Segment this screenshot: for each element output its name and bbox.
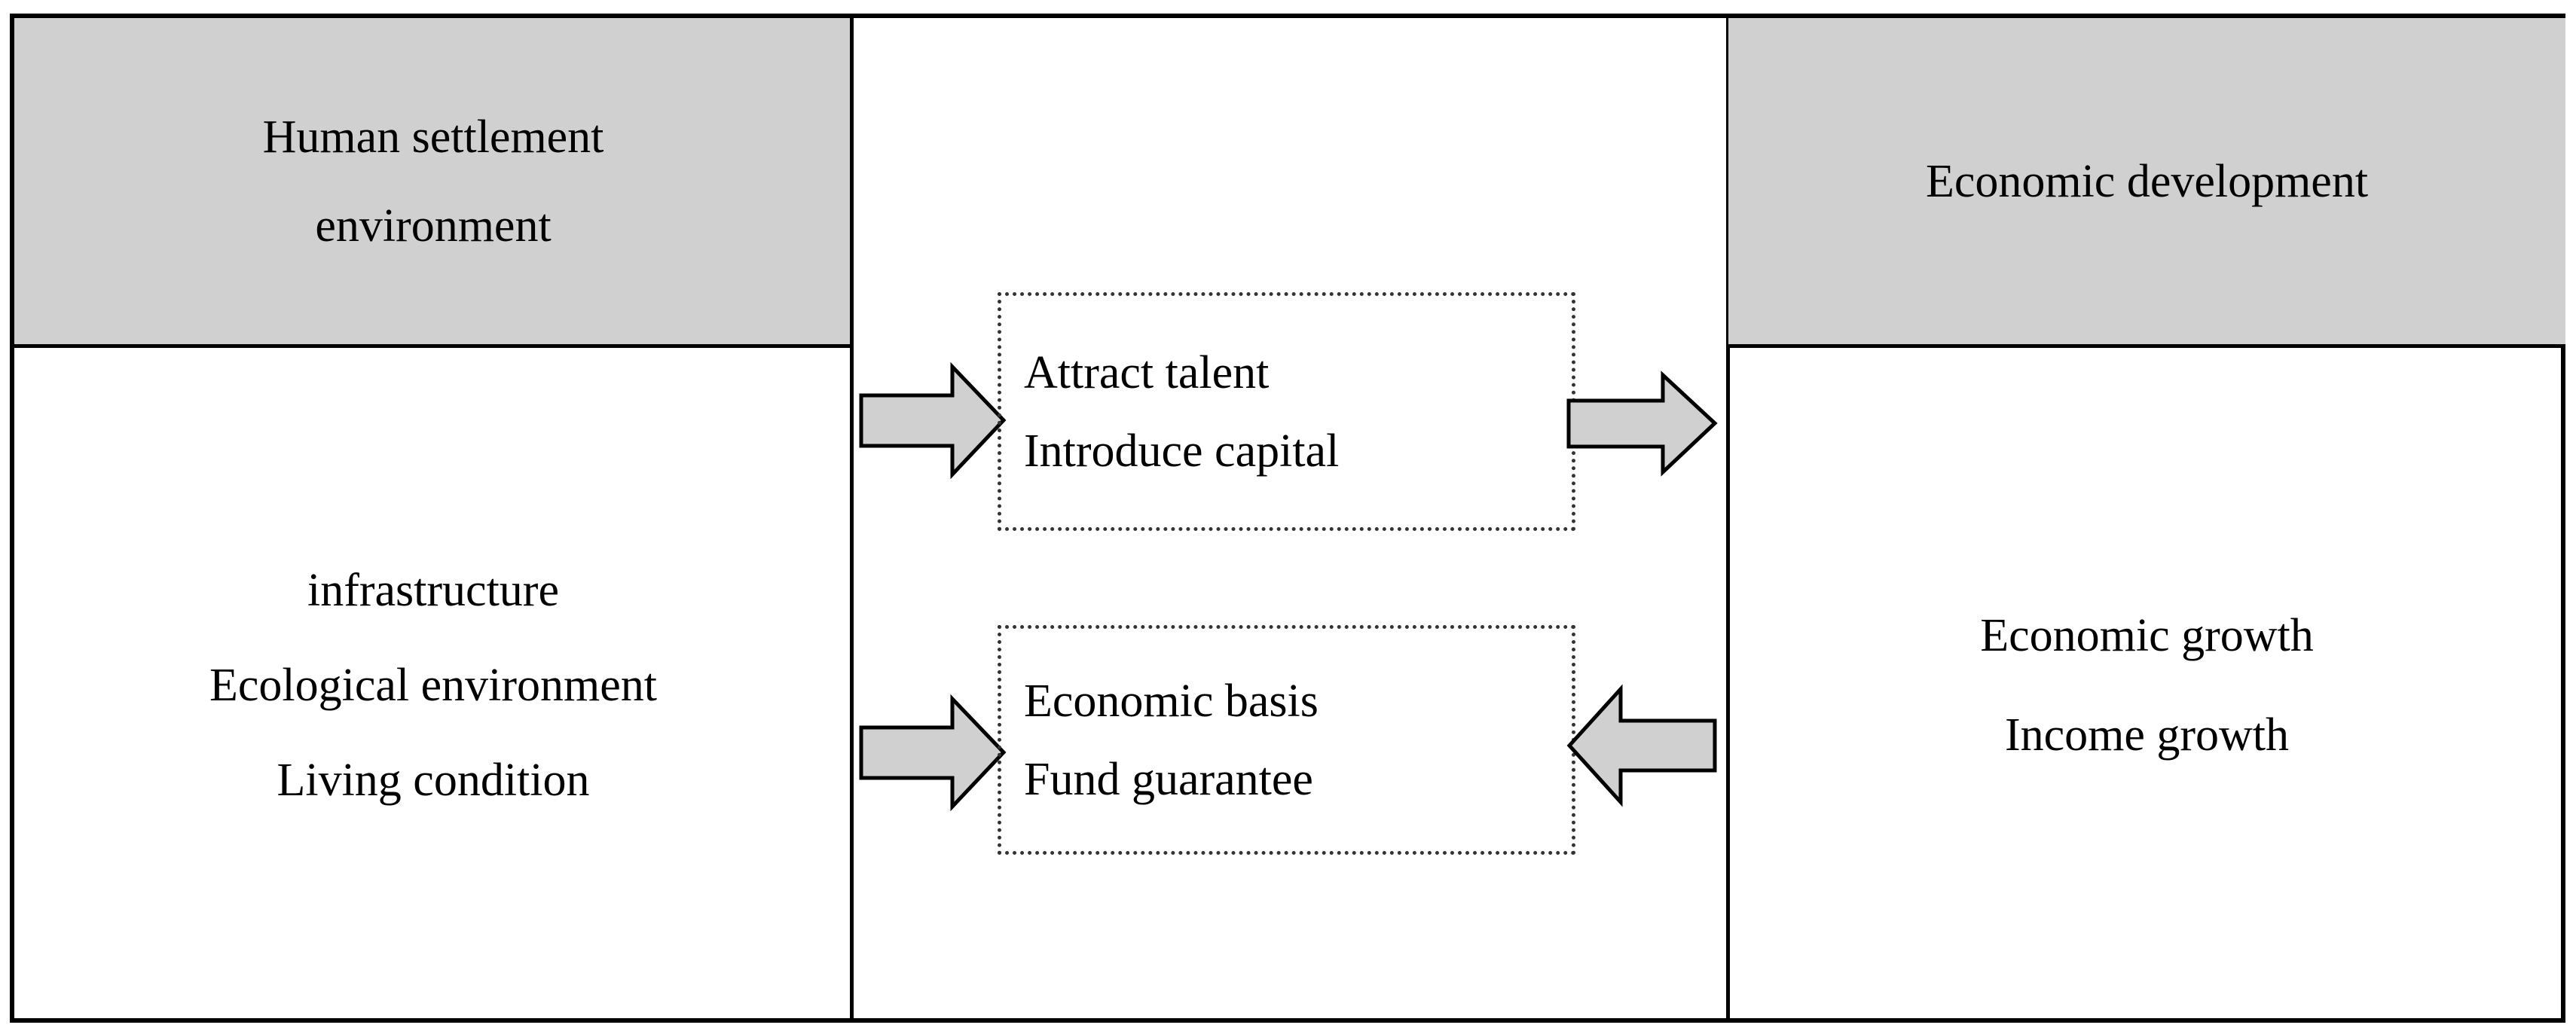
divider-left-middle — [850, 18, 854, 1018]
right-body-item-economic-growth: Economic growth — [1980, 610, 2314, 661]
left-header-line-2: environment — [315, 200, 552, 252]
left-column: Human settlement environment infrastruct… — [14, 18, 852, 1018]
arrow-left-into-box-2 — [1566, 684, 1717, 807]
left-header-line-1: Human settlement — [262, 111, 604, 163]
right-column-body: Economic growth Income growth — [1728, 348, 2565, 1023]
box-attract-talent: Attract talent Introduce capital — [998, 292, 1575, 531]
box-economic-basis: Economic basis Fund guarantee — [998, 625, 1575, 855]
middle-column: Attract talent Introduce capital Economi… — [852, 18, 1728, 1018]
arrow-right-out-of-box-1 — [1566, 371, 1718, 477]
divider-middle-right — [1726, 18, 1730, 1018]
box-1-line-2: Introduce capital — [1024, 425, 1340, 477]
box-1-line-1: Attract talent — [1024, 346, 1270, 398]
right-column: Economic development Economic growth Inc… — [1728, 18, 2565, 1018]
right-header-line-1: Economic development — [1925, 155, 2369, 207]
diagram-frame: Human settlement environment infrastruct… — [10, 14, 2565, 1023]
arrow-right-into-box-1 — [859, 361, 1007, 480]
left-body-item-infrastructure: infrastructure — [307, 565, 559, 616]
left-column-body: infrastructure Ecological environment Li… — [14, 348, 852, 1023]
arrow-right-into-box-2 — [859, 694, 1007, 812]
right-body-item-income-growth: Income growth — [2004, 709, 2290, 761]
right-column-header: Economic development — [1728, 18, 2565, 348]
box-2-line-2: Fund guarantee — [1024, 753, 1313, 805]
left-column-header: Human settlement environment — [14, 18, 852, 348]
left-body-item-living-condition: Living condition — [277, 755, 590, 806]
left-body-item-ecological-environment: Ecological environment — [209, 660, 657, 711]
box-2-line-1: Economic basis — [1024, 675, 1319, 727]
